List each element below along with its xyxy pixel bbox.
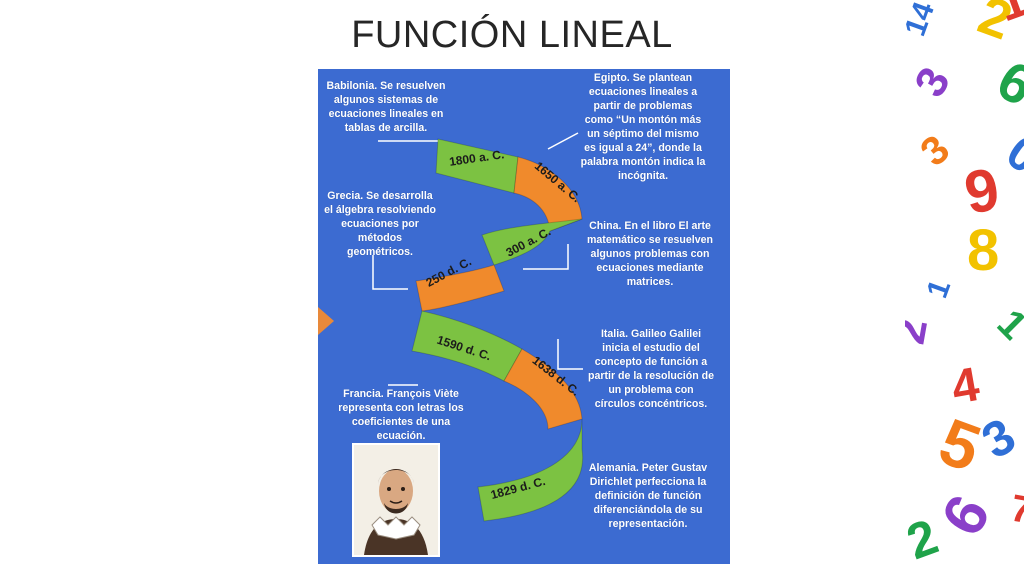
connector-egipto	[547, 132, 579, 150]
connector-italia	[557, 339, 583, 370]
ribbon-segment	[415, 264, 505, 312]
decorative-digit: 6	[928, 484, 1003, 546]
decorative-digit: 3	[905, 59, 960, 105]
note-alemania: Alemania. Peter Gustav Dirichlet perfecc…	[588, 462, 708, 530]
ribbon-segment	[435, 138, 519, 194]
decorative-digit: 2	[905, 315, 937, 348]
timeline-infographic: 1800 a. C. 1650 a. C. 300 a. C. 250 d. C…	[318, 69, 730, 564]
portrait-drawing	[354, 445, 438, 555]
decorative-digit: 14	[905, 0, 941, 40]
ribbon-segment	[477, 418, 584, 522]
note-italia: Italia. Galileo Galilei inicia el estudi…	[588, 328, 714, 410]
note-egipto: Egipto. Se plantean ecuaciones lineales …	[580, 72, 706, 182]
decorative-digit: 7	[1007, 488, 1024, 533]
note-grecia: Grecia. Se desarrolla el álgebra resolvi…	[324, 190, 436, 258]
note-china: China. En el libro El arte matemático se…	[586, 220, 713, 288]
slide-title: FUNCIÓN LINEAL	[351, 14, 673, 56]
side-arrow	[318, 307, 334, 335]
note-francia: Francia. François Viète representa con l…	[338, 388, 464, 442]
decorative-digit: 1	[989, 301, 1024, 348]
note-babilonia: Babilonia. Se resuelven algunos sistemas…	[326, 80, 446, 134]
decorative-digit: 9	[960, 155, 1005, 227]
timeline-ribbon	[372, 132, 584, 522]
decorative-digit: 0	[997, 126, 1024, 185]
ribbon-segment	[481, 218, 583, 266]
decorative-digit: 3	[913, 127, 958, 175]
decorative-digit: 6	[987, 48, 1024, 118]
decorative-digit: 1	[921, 275, 958, 302]
connector-china	[523, 244, 569, 270]
viete-portrait	[352, 443, 440, 557]
ribbon-segment	[513, 156, 583, 232]
decorative-digit: 8	[967, 218, 999, 283]
connector-grecia	[372, 255, 408, 290]
